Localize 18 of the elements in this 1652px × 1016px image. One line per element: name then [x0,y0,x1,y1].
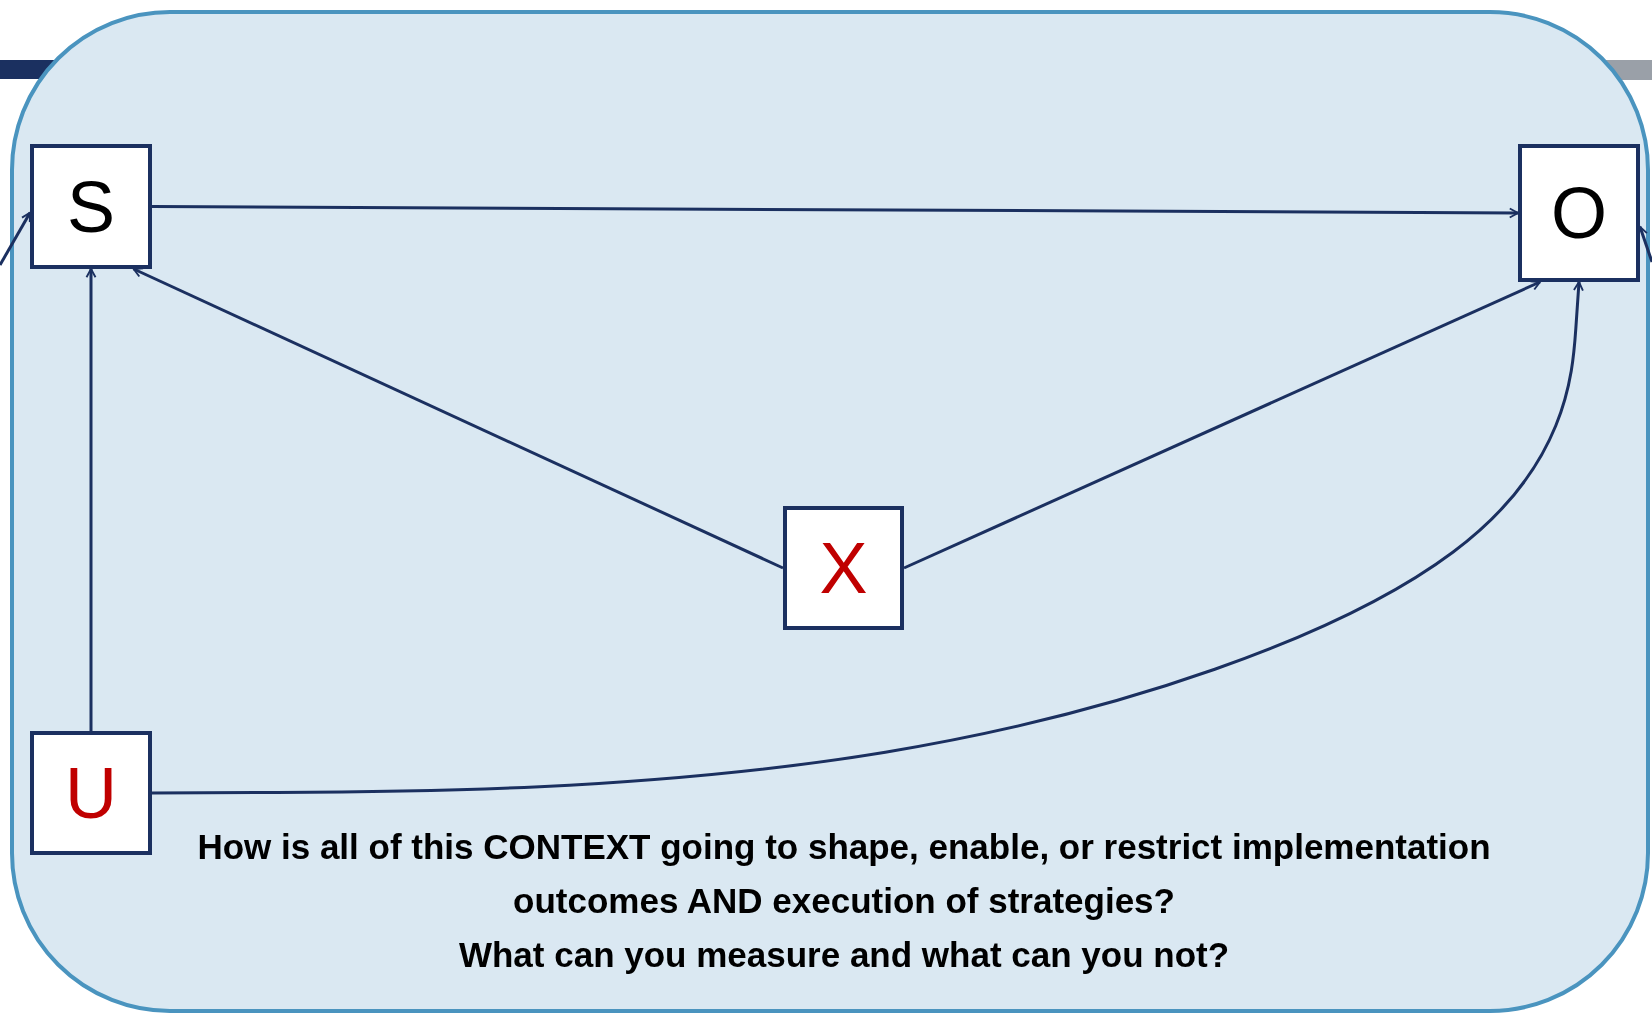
variable-box [30,731,152,855]
question-text: What can you measure and what can you not? [457,934,1231,976]
variable-letter: X [819,532,868,604]
arrow [85,268,97,731]
variable-box [783,506,904,630]
variable-letter: O [1551,177,1607,249]
arrow [903,280,1541,570]
variable-box [30,144,152,269]
variable-box [1518,144,1640,282]
context-panel [10,10,1650,1013]
arrow [152,205,1519,219]
question-text: How is all of this CONTEXT going to shape, enable, or restrict implementation outcomes AND execution of strategies? [196,826,1492,922]
variable-letter: S [67,170,115,243]
arrow [1637,225,1652,263]
arrow [0,211,32,266]
variable-letter: U [65,757,117,829]
arrow [132,267,784,570]
arrow [152,281,1584,795]
